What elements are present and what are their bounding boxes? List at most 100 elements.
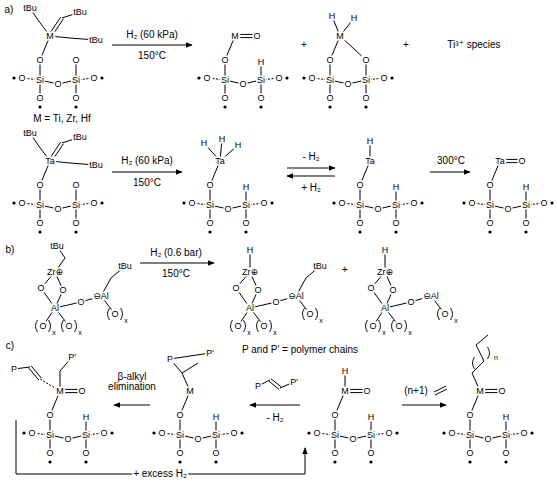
- bond-line: [269, 381, 279, 389]
- atom-label: H: [522, 183, 531, 192]
- atom-label: Zr⊕: [376, 268, 394, 277]
- atom-small: x: [381, 329, 387, 336]
- atom-label: O: [517, 157, 526, 166]
- atom-label: O: [465, 411, 474, 420]
- atom-label: O: [388, 286, 397, 295]
- atom-label: O: [379, 74, 388, 83]
- repeat-bracket: [451, 308, 453, 320]
- atom-label: M: [230, 32, 240, 41]
- atom-label: P': [67, 353, 77, 362]
- atom-label: O: [465, 449, 474, 458]
- atom-label: H: [366, 137, 375, 146]
- surface-dot: [468, 460, 471, 463]
- atom-label: O: [81, 449, 90, 458]
- atom-label: Si: [175, 431, 185, 440]
- scheme-label: H₂ (60 kPa): [120, 156, 174, 166]
- scheme-label: +: [300, 40, 308, 50]
- repeat-bracket: [108, 308, 110, 320]
- bond-line: [271, 379, 281, 387]
- surface-dot: [22, 431, 25, 434]
- atom-label: M: [45, 32, 55, 41]
- atom-label: O: [202, 74, 211, 83]
- atom-label: Ta: [214, 157, 226, 166]
- repeat-bracket: [244, 320, 246, 332]
- surface-dot: [504, 460, 507, 463]
- atom-label: Si: [81, 431, 91, 440]
- atom-label: O: [271, 298, 280, 307]
- scheme-label: + excess H₂: [132, 469, 188, 479]
- atom-label: H: [502, 413, 511, 422]
- surface-dot: [524, 230, 527, 233]
- atom-label: O: [325, 94, 334, 103]
- surface-dot: [110, 431, 113, 434]
- atom-small: x: [318, 317, 324, 324]
- atom-label: tBu: [22, 129, 38, 138]
- atom-label: Ta: [44, 157, 56, 166]
- surface-dot: [100, 201, 103, 204]
- surface-dot: [74, 230, 77, 233]
- reaction-arrow: [140, 263, 214, 264]
- atom-label: O: [361, 94, 370, 103]
- atom-label: O: [406, 298, 415, 307]
- atom-small: n: [493, 354, 499, 361]
- atom-label: O: [483, 435, 492, 444]
- atom-label: H: [246, 246, 255, 255]
- atom-label: O: [325, 56, 334, 65]
- atom-label: O: [274, 74, 283, 83]
- scheme-label: P and P' = polymer chains: [241, 345, 359, 355]
- surface-dot: [442, 431, 445, 434]
- atom-label: O: [519, 429, 528, 438]
- scheme-label: 150°C: [132, 178, 162, 188]
- atom-label: Si: [35, 201, 45, 210]
- atom-label: Ta: [364, 157, 376, 166]
- atom-label: O: [45, 411, 54, 420]
- atom-label: O: [175, 411, 184, 420]
- surface-dot: [84, 460, 87, 463]
- repeat-bracket: [49, 320, 51, 332]
- atom-label: Si: [71, 76, 81, 85]
- atom-label: O: [220, 94, 229, 103]
- atom-label: O: [384, 429, 393, 438]
- atom-label: O: [368, 322, 377, 331]
- repeat-bracket: [303, 308, 305, 320]
- atom-label: O: [238, 80, 247, 89]
- scheme-label: 300°C: [436, 156, 466, 166]
- atom-label: H: [341, 367, 350, 376]
- atom-label: O: [157, 429, 166, 438]
- atom-label: O: [440, 310, 449, 319]
- atom-label: O: [175, 449, 184, 458]
- atom-label: Si: [256, 76, 266, 85]
- scheme-label: 150°C: [161, 269, 191, 279]
- atom-label: H: [392, 183, 401, 192]
- atom-label: O: [110, 310, 119, 319]
- surface-dot: [302, 76, 305, 79]
- surface-dot: [488, 230, 491, 233]
- atom-label: O: [485, 219, 494, 228]
- atom-label: Al: [50, 304, 60, 313]
- bond-line: [31, 366, 41, 378]
- atom-label: O: [343, 80, 352, 89]
- scheme-label: +: [402, 40, 410, 50]
- bond-line: [29, 368, 39, 380]
- atom-label: O: [35, 181, 44, 190]
- atom-label: tBu: [88, 36, 104, 45]
- atom-label: O: [231, 284, 240, 293]
- repeat-bracket: [316, 308, 318, 320]
- atom-label: O: [89, 74, 98, 83]
- atom-label: tBu: [88, 161, 104, 170]
- atom-label: M: [335, 32, 345, 41]
- atom-label: P: [254, 382, 262, 391]
- atom-label: Si: [330, 431, 340, 440]
- atom-small: x: [77, 329, 83, 336]
- surface-dot: [178, 460, 181, 463]
- atom-label: ⊖Al: [92, 292, 110, 301]
- surface-dot: [369, 460, 372, 463]
- repeat-bracket: [438, 308, 440, 320]
- surface-dot: [182, 201, 185, 204]
- atom-label: Si: [71, 201, 81, 210]
- repeat-bracket: [488, 347, 490, 359]
- atom-label: Si: [35, 76, 45, 85]
- atom-label: O: [99, 429, 108, 438]
- atom-label: O: [211, 449, 220, 458]
- atom-label: Al: [380, 304, 390, 313]
